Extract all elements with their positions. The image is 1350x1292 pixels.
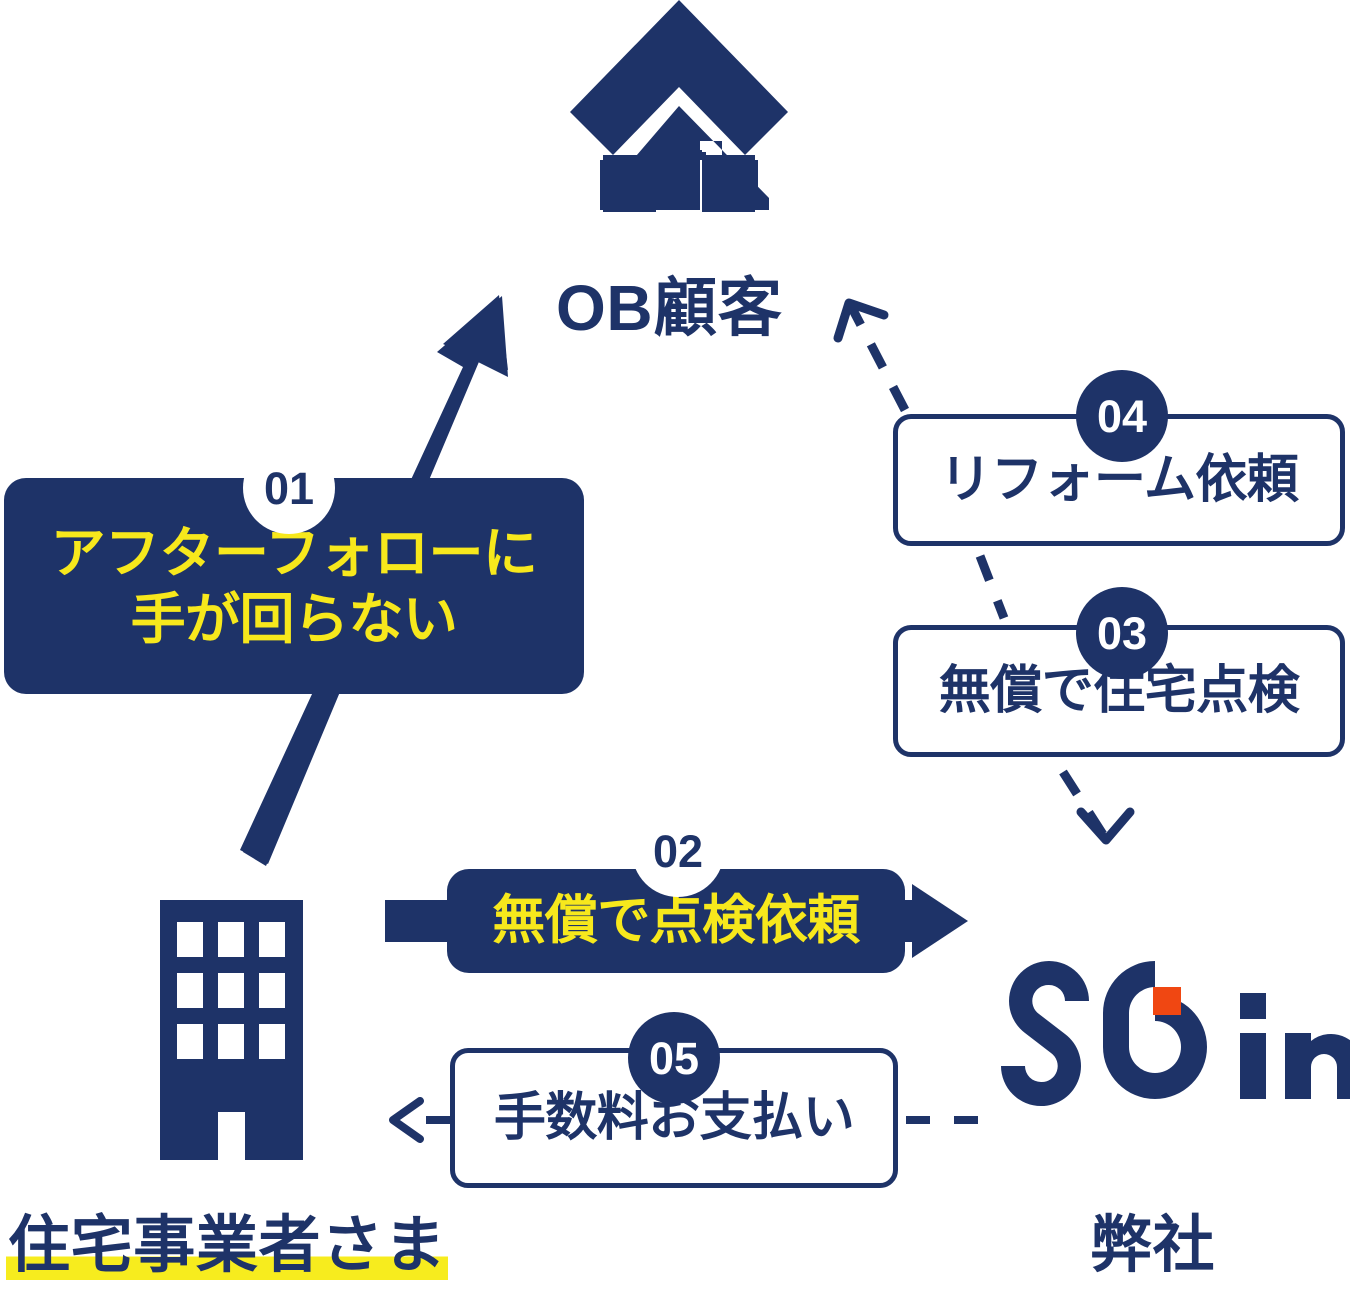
node-label-ob-customer: OB顧客 [556,272,783,344]
node-label-company: 弊社 [1090,1211,1216,1280]
step-box-02[interactable]: 無償で点検依頼 [447,869,905,973]
step-badge-04: 04 [1076,370,1168,462]
office-building-icon [160,900,303,1160]
arrow-04-dashed-up-left [833,298,909,413]
step-01-line-2: 手が回らない [130,588,458,650]
step-badge-01: 01 [243,442,335,534]
step-02-label: 無償で点検依頼 [492,891,860,950]
sg-inc-logo [1001,961,1350,1106]
dashed-connector-04-03 [975,554,1009,620]
step-badge-02: 02 [632,805,724,897]
arrow-05-dashed-left [389,1097,978,1143]
house-icon [570,0,788,212]
arrow-03-dashed-down [1059,769,1135,845]
step-badge-03: 03 [1076,587,1168,679]
node-label-builder: 住宅事業者さま [6,1211,449,1280]
step-badge-05: 05 [628,1012,720,1104]
step-box-03[interactable]: 無償で住宅点検 [893,625,1345,757]
node-label-builder-text: 住宅事業者さま [6,1211,449,1280]
